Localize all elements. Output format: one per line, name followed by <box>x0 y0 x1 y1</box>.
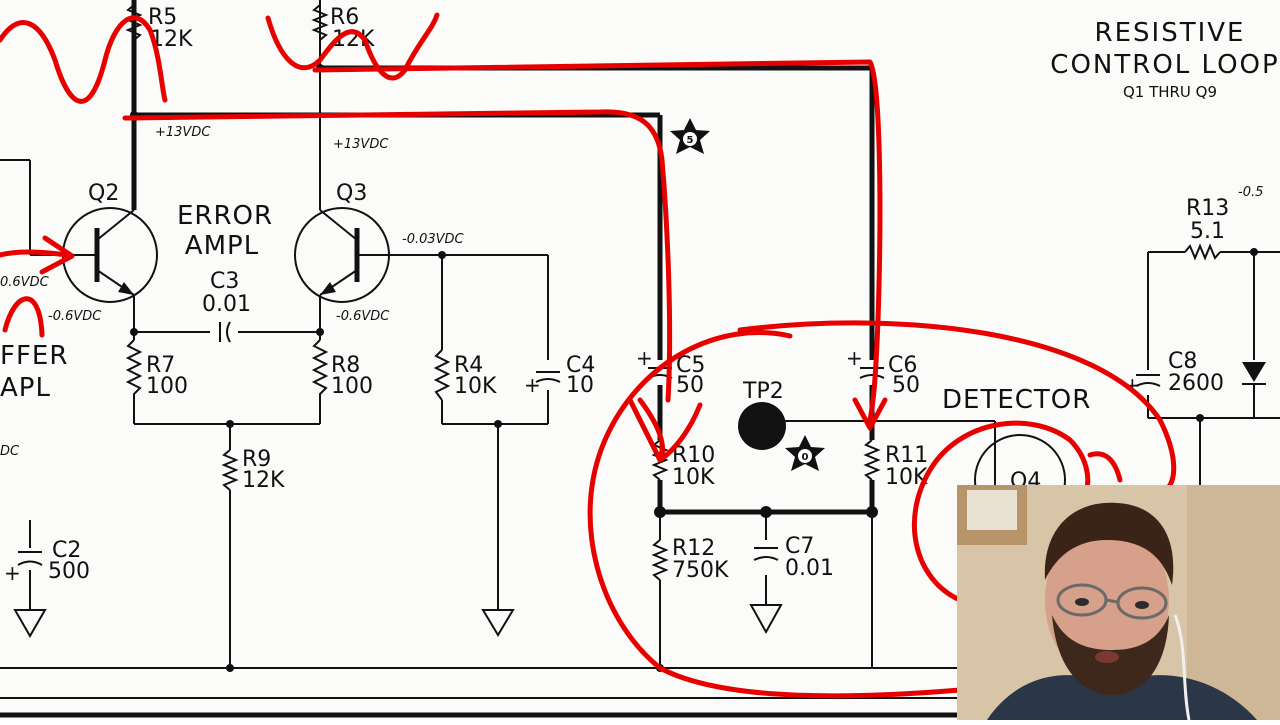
label-r9-name: R9 <box>242 447 271 472</box>
svg-text:5: 5 <box>687 135 694 146</box>
label-buffer-1: FFER <box>0 341 68 371</box>
junction-dots <box>130 64 1258 672</box>
label-c8-name: C8 <box>1168 349 1197 374</box>
label-r12-name: R12 <box>672 536 715 561</box>
label-c4-val: 10 <box>566 373 594 398</box>
label-r5-name: R5 <box>148 5 177 30</box>
label-c2-val: 500 <box>48 559 90 584</box>
label-error-2: AMPL <box>185 231 259 261</box>
label-r11-name: R11 <box>885 443 928 468</box>
label-q2: Q2 <box>88 181 119 206</box>
title-line-1: RESISTIVE <box>1095 18 1246 48</box>
label-r10-val: 10K <box>672 465 715 490</box>
label-r13-name: R13 <box>1186 196 1229 221</box>
plus-c2: + <box>4 561 21 585</box>
label-r8-val: 100 <box>331 374 373 399</box>
label-c5-val: 50 <box>676 373 704 398</box>
label-q3: Q3 <box>336 181 367 206</box>
volt-13-b: +13VDC <box>333 137 389 152</box>
label-r10-name: R10 <box>672 443 715 468</box>
volt-q3-col: -0.03VDC <box>402 232 465 247</box>
presenter-illustration <box>957 485 1280 720</box>
webcam-overlay <box>957 485 1280 720</box>
volt-q2-emit: -0.6VDC <box>48 309 102 324</box>
label-c2-name: C2 <box>52 538 81 563</box>
plus-c4: + <box>524 373 541 397</box>
label-c7-val: 0.01 <box>785 556 834 581</box>
volt-left: 0.6VDC <box>0 275 50 290</box>
label-r4-val: 10K <box>454 374 497 399</box>
diode <box>1242 362 1266 385</box>
title-line-3: Q1 THRU Q9 <box>1123 83 1217 101</box>
star-marker-tp2: 0 <box>785 435 825 471</box>
volt-q3-emit: -0.6VDC <box>336 309 390 324</box>
title-line-2: CONTROL LOOP <box>1050 50 1279 80</box>
label-c6-val: 50 <box>892 373 920 398</box>
label-error-1: ERROR <box>177 201 273 231</box>
plus-c5: + <box>636 346 653 370</box>
ground-symbols <box>13 604 783 639</box>
label-c5-name: C5 <box>676 353 705 378</box>
plus-c6: + <box>846 346 863 370</box>
volt-right: -0.5 <box>1238 185 1263 200</box>
label-c4-name: C4 <box>566 353 595 378</box>
label-c6-name: C6 <box>888 353 917 378</box>
label-c3-val: 0.01 <box>202 292 251 317</box>
label-r4-name: R4 <box>454 353 483 378</box>
resistors <box>125 4 1221 581</box>
star-marker-top: 5 <box>670 118 710 154</box>
label-r6-name: R6 <box>330 5 359 30</box>
volt-13-a: +13VDC <box>155 125 211 140</box>
label-r7-val: 100 <box>146 374 188 399</box>
label-c8-val: 2600 <box>1168 371 1224 396</box>
label-tp2: TP2 <box>742 379 784 404</box>
svg-text:0: 0 <box>802 452 809 463</box>
label-detector: DETECTOR <box>942 385 1091 415</box>
label-r7-name: R7 <box>146 353 175 378</box>
label-r12-val: 750K <box>672 558 729 583</box>
test-point-tp2 <box>738 402 786 450</box>
label-r13-val: 5.1 <box>1190 219 1225 244</box>
volt-left-2: DC <box>0 444 20 459</box>
label-buffer-2: APL <box>0 373 51 403</box>
label-r9-val: 12K <box>242 468 285 493</box>
transistor-q3 <box>294 207 390 303</box>
title-block: RESISTIVE CONTROL LOOP Q1 THRU Q9 <box>1050 18 1279 101</box>
label-c7-name: C7 <box>785 534 814 559</box>
red-annotations <box>0 12 1177 699</box>
label-r8-name: R8 <box>331 353 360 378</box>
label-c3-name: C3 <box>210 269 239 294</box>
